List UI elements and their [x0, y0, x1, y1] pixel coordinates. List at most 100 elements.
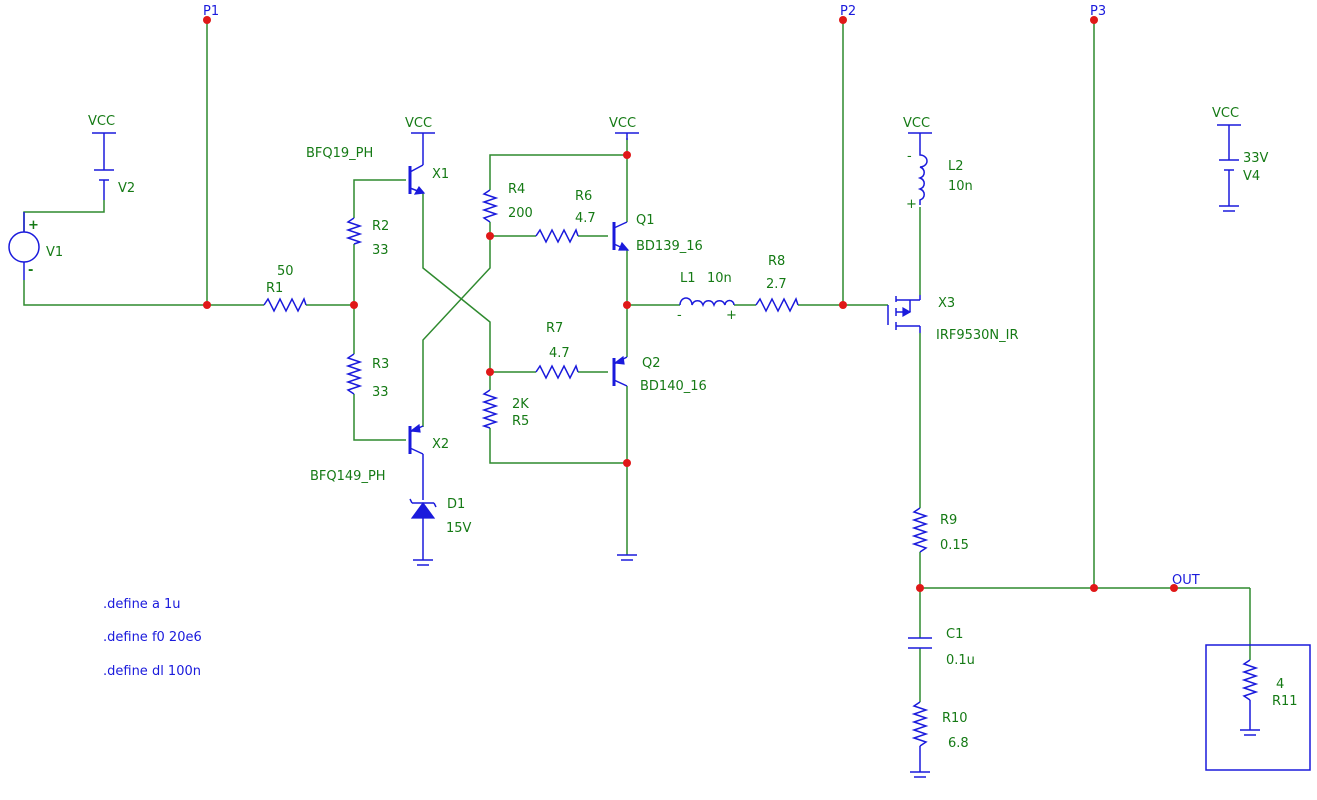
r4-value: 200	[508, 206, 533, 221]
resistor-r3: R3 33	[345, 353, 389, 400]
r9-value: 0.15	[940, 538, 969, 553]
r8-value: 2.7	[766, 277, 787, 292]
l2-value: 10n	[948, 179, 973, 194]
junction-dot	[350, 301, 358, 309]
capacitor-c1: C1 0.1u	[908, 627, 975, 668]
x1-model: BFQ19_PH	[306, 146, 373, 161]
v1-minus-sign: -	[28, 263, 33, 278]
source-v1: + - V1	[8, 212, 63, 280]
zener-diode-d1: D1 15V	[409, 497, 472, 560]
r5-value: 2K	[512, 397, 529, 412]
spice-directives: .define a 1u .define f0 20e6 .define dl …	[103, 597, 202, 679]
port-p3-label: P3	[1090, 4, 1106, 19]
x2-label: X2	[432, 437, 449, 452]
vcc-supply-v4: VCC	[1212, 106, 1241, 160]
vcc-supply-v2: VCC	[88, 114, 116, 170]
l2-plus-sign: +	[906, 197, 917, 212]
vcc-label: VCC	[88, 114, 115, 129]
v2-label: V2	[118, 181, 135, 196]
junction-dot	[916, 584, 924, 592]
resistor-r4: R4 200	[481, 182, 533, 223]
port-p1-label: P1	[203, 4, 219, 19]
r3-label: R3	[372, 357, 389, 372]
directive-line: .define a 1u	[103, 597, 181, 612]
q1-label: Q1	[636, 213, 655, 228]
wires	[23, 20, 1251, 702]
source-v4: 33V V4	[1219, 151, 1269, 212]
l1-minus-sign: -	[677, 308, 682, 323]
junction-dot	[623, 301, 631, 309]
resistor-r10: R10 6.8	[911, 701, 969, 772]
r11-label: R11	[1272, 694, 1298, 709]
c1-value: 0.1u	[946, 653, 975, 668]
directive-line: .define dl 100n	[103, 664, 201, 679]
transistor-x1: X1 BFQ19_PH	[306, 146, 449, 195]
r6-label: R6	[575, 189, 592, 204]
r3-value: 33	[372, 385, 389, 400]
l1-label: L1	[680, 271, 696, 286]
l1-plus-sign: +	[726, 308, 737, 323]
transistor-q2: Q2 BD140_16	[612, 355, 707, 394]
transistor-q1: Q1 BD139_16	[612, 213, 703, 254]
vcc-label: VCC	[609, 116, 636, 131]
transistor-x3: X3 IRF9530N_IR	[887, 295, 1019, 343]
vcc-supply-l2: VCC	[903, 116, 932, 148]
r1-value: 50	[277, 264, 294, 279]
vcc-label: VCC	[405, 116, 432, 131]
junction-dot	[839, 16, 847, 24]
junction-dot	[1090, 16, 1098, 24]
r2-value: 33	[372, 243, 389, 258]
inductor-l1: L1 10n - +	[677, 271, 737, 323]
x1-label: X1	[432, 167, 449, 182]
ground-icon	[1240, 729, 1260, 736]
x3-label: X3	[938, 296, 955, 311]
vcc-label: VCC	[1212, 106, 1239, 121]
port-out-label: OUT	[1172, 573, 1200, 588]
junctions	[203, 16, 1178, 592]
r4-label: R4	[508, 182, 525, 197]
r8-label: R8	[768, 254, 785, 269]
resistor-r7: R7 4.7	[535, 321, 579, 380]
r11-value: 4	[1276, 677, 1284, 692]
d1-label: D1	[447, 497, 465, 512]
inductor-l2: - + L2 10n	[906, 148, 973, 212]
v1-label: V1	[46, 245, 63, 260]
junction-dot	[1170, 584, 1178, 592]
resistor-r9: R9 0.15	[911, 507, 969, 553]
resistor-r5: 2K R5	[481, 389, 529, 429]
r1-label: R1	[266, 281, 283, 296]
vcc-supply-q1: VCC	[609, 116, 639, 140]
source-v2: V2	[94, 169, 135, 200]
resistor-r8: R8 2.7	[755, 254, 799, 313]
r5-label: R5	[512, 414, 529, 429]
x3-model: IRF9530N_IR	[936, 328, 1019, 343]
directive-line: .define f0 20e6	[103, 630, 202, 645]
junction-dot	[486, 232, 494, 240]
r6-value: 4.7	[575, 211, 596, 226]
r7-value: 4.7	[549, 346, 570, 361]
junction-dot	[203, 301, 211, 309]
r10-label: R10	[942, 711, 968, 726]
r10-value: 6.8	[948, 736, 969, 751]
junction-dot	[486, 368, 494, 376]
c1-label: C1	[946, 627, 963, 642]
v4-label: V4	[1243, 169, 1260, 184]
q2-label: Q2	[642, 356, 661, 371]
r7-label: R7	[546, 321, 563, 336]
transistor-x2: X2 BFQ149_PH	[310, 423, 449, 500]
ground-icon	[617, 554, 637, 561]
junction-dot	[623, 459, 631, 467]
junction-dot	[1090, 584, 1098, 592]
resistor-r11: 4 R11	[1241, 659, 1298, 730]
q1-model: BD139_16	[636, 239, 703, 254]
load-box	[1205, 644, 1311, 771]
ground-icon	[413, 559, 433, 566]
v4-value: 33V	[1243, 151, 1269, 166]
resistor-r2: R2 33	[345, 217, 389, 258]
x2-model: BFQ149_PH	[310, 469, 386, 484]
l2-label: L2	[948, 159, 964, 174]
r2-label: R2	[372, 219, 389, 234]
resistor-r1: 50 R1	[263, 264, 307, 313]
l1-value: 10n	[707, 271, 732, 286]
q2-model: BD140_16	[640, 379, 707, 394]
